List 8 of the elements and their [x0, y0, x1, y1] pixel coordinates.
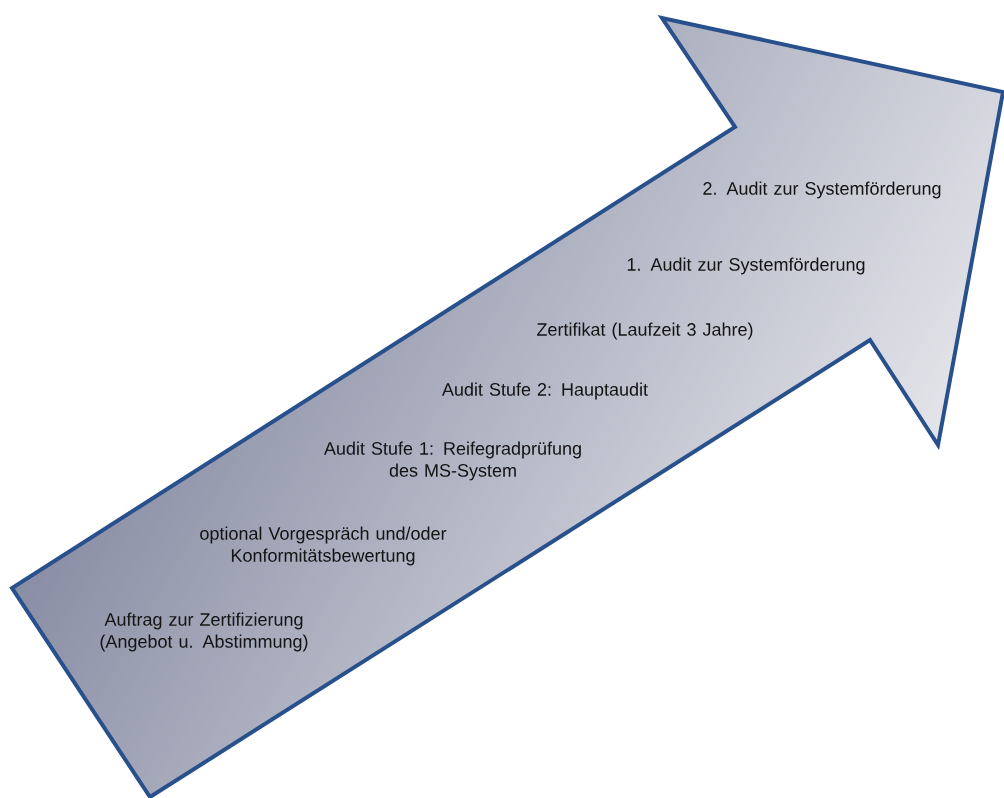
- staircase-arrow: [9, 15, 1004, 798]
- step-label: Zertifikat (Laufzeit 3 Jahre): [537, 322, 753, 340]
- step-label: Audit Stufe 1: Reifegradprüfung des MS-System: [323, 441, 581, 481]
- step-label: 1. Audit zur Systemförderung: [627, 257, 865, 275]
- step-label: Auftrag zur Zertifizierung (Angebot u. Abstimmung): [100, 612, 308, 652]
- step-label: optional Vorgespräch und/oder Konformitätsbewertung: [200, 526, 447, 566]
- step-label: 2. Audit zur Systemförderung: [703, 181, 941, 199]
- step-label: Audit Stufe 2: Hauptaudit: [441, 382, 648, 400]
